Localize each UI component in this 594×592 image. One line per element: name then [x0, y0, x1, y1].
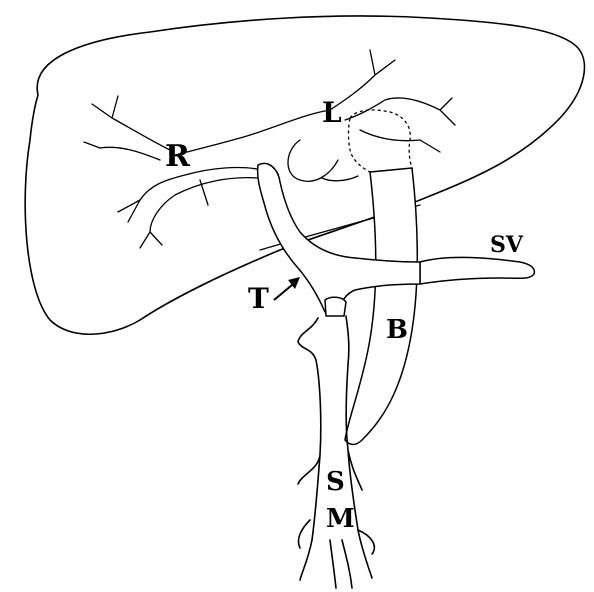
label-sv: SV	[490, 232, 524, 258]
left-branch-stub	[322, 176, 358, 181]
label-r: R	[165, 139, 191, 174]
collateral-stub	[325, 297, 346, 316]
label-m: M	[326, 504, 355, 534]
label-s: S	[326, 467, 345, 497]
label-b: B	[386, 315, 408, 345]
left-recess-loop	[288, 140, 338, 181]
right-portal-branch	[100, 110, 330, 232]
superior-mesenteric-vein	[298, 316, 374, 588]
label-l: L	[322, 96, 342, 129]
splenic-vein	[420, 257, 534, 284]
label-t: T	[248, 282, 269, 315]
liver-outline	[25, 16, 584, 334]
